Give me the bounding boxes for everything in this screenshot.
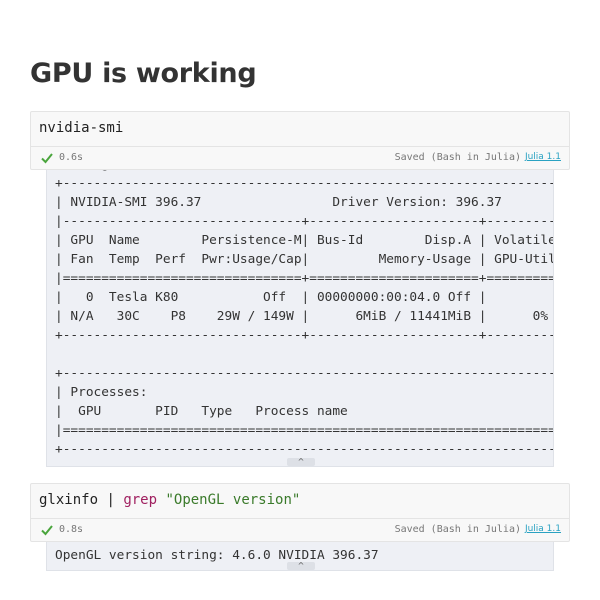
saved-status: Saved (Bash in Julia) (394, 524, 521, 535)
cell-status-bar: 0.6s Saved (Bash in Julia) Julia 1.1 (31, 147, 569, 169)
cell-output[interactable]: OpenGL version string: 4.6.0 NVIDIA 396.… (46, 542, 554, 571)
chevron-up-icon: ^ (297, 561, 305, 570)
collapse-button[interactable]: ^ (287, 458, 315, 466)
cell-output[interactable]: Mon Aug 12 13:04:06 2019 +--------------… (46, 170, 554, 467)
pipe-operator: | (98, 492, 124, 508)
command-text: glxinfo (39, 492, 99, 508)
saved-status: Saved (Bash in Julia) (394, 152, 521, 163)
check-icon (41, 153, 53, 164)
code-input[interactable]: nvidia-smi (31, 112, 569, 147)
language-link[interactable]: Julia 1.1 (524, 524, 561, 534)
collapse-button[interactable]: ^ (287, 562, 315, 570)
grep-keyword: grep (123, 492, 158, 508)
output-text: Mon Aug 12 13:04:06 2019 +--------------… (55, 170, 554, 457)
language-link[interactable]: Julia 1.1 (524, 152, 561, 162)
page-title: GPU is working (30, 58, 257, 89)
output-text: OpenGL version string: 4.6.0 NVIDIA 396.… (55, 548, 379, 563)
run-time: 0.8s (59, 524, 84, 535)
code-cell-nvidia-smi[interactable]: nvidia-smi 0.6s Saved (Bash in Julia) Ju… (30, 111, 570, 170)
cell-status-bar: 0.8s Saved (Bash in Julia) Julia 1.1 (31, 519, 569, 541)
code-cell-glxinfo[interactable]: glxinfo | grep "OpenGL version" 0.8s Sav… (30, 483, 570, 542)
string-literal: "OpenGL version" (165, 492, 301, 508)
code-input[interactable]: glxinfo | grep "OpenGL version" (31, 484, 569, 519)
chevron-up-icon: ^ (297, 457, 305, 466)
run-time: 0.6s (59, 152, 84, 163)
command-text: nvidia-smi (39, 120, 124, 136)
check-icon (41, 525, 53, 536)
